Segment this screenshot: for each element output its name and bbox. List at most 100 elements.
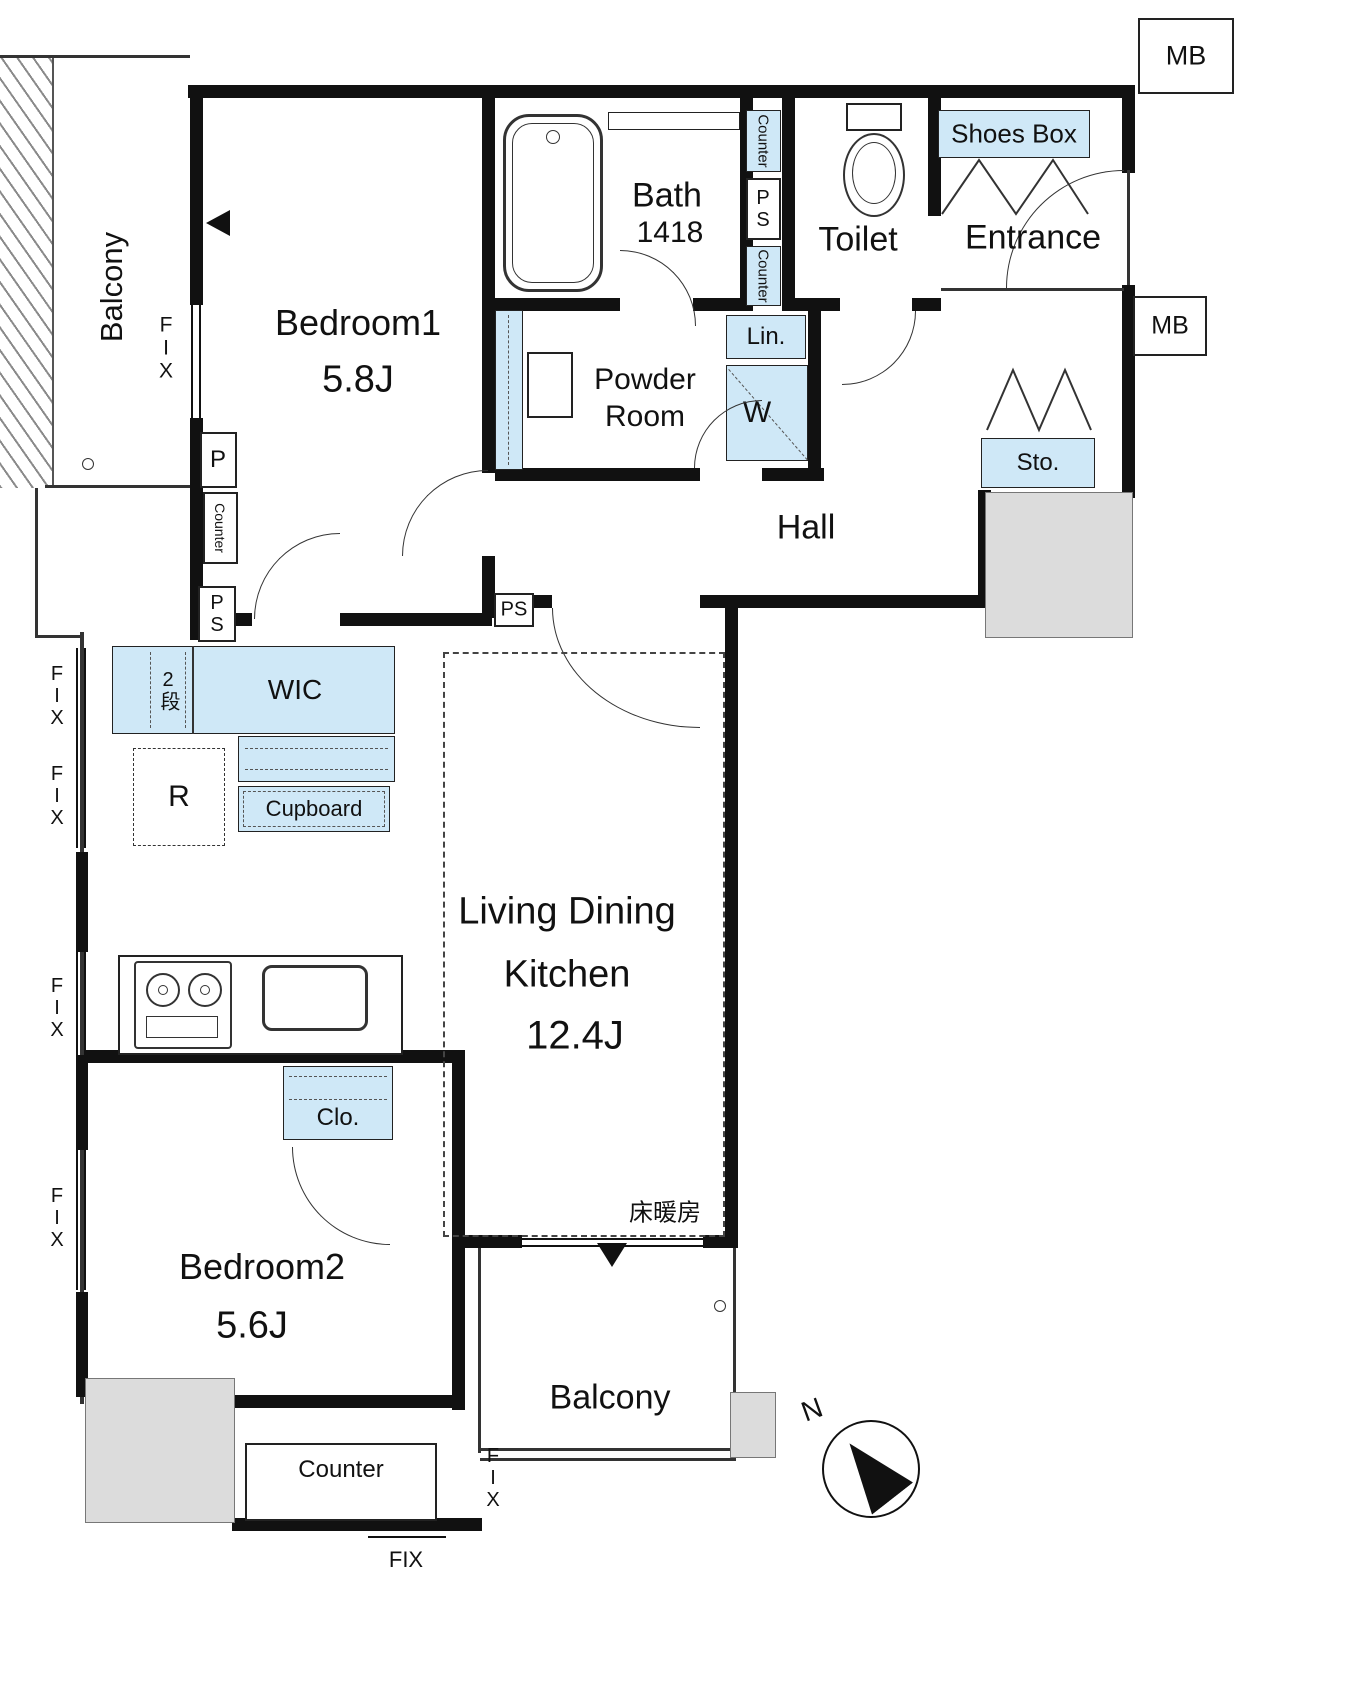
fix-label-balcony-bottom: FIX: [482, 1445, 504, 1511]
stove-burner-1-inner: [158, 985, 168, 995]
wall-right-2: [1122, 285, 1135, 373]
wall-left-exterior: [80, 632, 84, 1404]
bedroom2-label: Bedroom2: [178, 1246, 346, 1287]
floor-heating-label: 床暖房: [629, 1199, 701, 1227]
bathtub-outer: [503, 114, 603, 292]
bedroom1-label: Bedroom1: [274, 302, 442, 343]
balcony-drain-circle: [714, 1300, 726, 1312]
toilet-tank: [846, 103, 902, 131]
counter-2-label: Counter: [754, 249, 772, 303]
fridge-label: R: [168, 780, 190, 813]
bedroom2-door-arc: [292, 1147, 390, 1245]
ps-top-label: PS: [752, 187, 774, 231]
balcony-top-edge: [0, 55, 190, 58]
linen-label: Lin.: [746, 323, 786, 350]
counter-bottom-label: Counter: [298, 1456, 384, 1483]
counter-box-bottom: [245, 1443, 437, 1521]
mb-top-label: MB: [1165, 40, 1207, 71]
wall-powder-bottom-a: [495, 468, 700, 481]
wall-bed2-divider: [452, 1050, 465, 1248]
fix-label-bottom: FIX: [388, 1547, 424, 1572]
cupboard-label: Cupboard: [265, 796, 363, 821]
wall-wm-right: [808, 298, 821, 481]
left-lower-edge2: [35, 635, 83, 638]
wic-door-arc: [254, 533, 340, 619]
gray-block-bottom-left: [85, 1378, 235, 1523]
wall-toilet-left: [782, 98, 795, 311]
linen-box: [726, 315, 806, 359]
fix-label-left-2: FIX: [46, 763, 68, 829]
bedroom1-balcony-window: [191, 300, 201, 420]
bath-counter: [608, 112, 740, 130]
mb-box-top: [1138, 18, 1234, 94]
wic-divider: [192, 646, 194, 734]
counter-3-label: Counter: [212, 503, 228, 553]
toilet-bowl: [843, 133, 905, 217]
wall-bed1-bottom-b: [340, 613, 492, 626]
closet-inner-lines: [289, 1076, 387, 1100]
ps-left-label: PS: [206, 592, 228, 636]
storage-label: Sto.: [1016, 449, 1060, 476]
wall-hall-bottom-b: [700, 595, 990, 608]
wall-ldk-right: [725, 605, 738, 1248]
bath-label: Bath: [632, 176, 702, 215]
wall-toilet-bottom-b: [912, 298, 941, 311]
entrance-jamb: [1127, 170, 1130, 288]
left-pier-1: [76, 852, 88, 952]
wall-top: [188, 85, 1135, 98]
wall-ldk-bottom-b: [703, 1235, 738, 1248]
balcony-b-rail-2: [480, 1458, 736, 1461]
balcony-b-left-edge: [478, 1248, 481, 1453]
p-label: P: [209, 446, 227, 473]
wall-bed1-right-b: [482, 556, 495, 618]
entrance-step: [941, 288, 1124, 291]
wic-hanger-strip: [238, 736, 395, 782]
ps-mid-label: PS: [500, 598, 528, 621]
balcony-bottom-edge: [45, 485, 193, 488]
bed1-closet-strip: [495, 310, 523, 470]
fridge-box: [133, 748, 225, 846]
ps-box-mid: [494, 593, 534, 627]
ldk-size-label: 12.4J: [526, 1013, 624, 1058]
bath-door-arc: [620, 250, 696, 326]
counter-box-3: [203, 492, 238, 564]
bedroom1-size-label: 5.8J: [322, 358, 394, 401]
wall-bath-bottom-a: [495, 298, 620, 311]
fix-label-left-1: FIX: [46, 663, 68, 729]
bathtub-faucet: [546, 130, 560, 144]
ldk-label-1: Living Dining: [458, 890, 676, 933]
fix-window-left-1: [76, 648, 86, 848]
bath-size-label: 1418: [636, 216, 704, 249]
bedroom1-door-arc: [402, 470, 488, 556]
p-box: [200, 432, 237, 488]
fix-label-left-3: FIX: [46, 975, 68, 1041]
drain-circle: [82, 458, 94, 470]
closet-box: [283, 1066, 393, 1140]
left-lower-edge: [35, 488, 38, 638]
wall-bath-bottom-b: [693, 298, 743, 311]
powder-room-label-1: Powder: [594, 363, 696, 396]
toilet-label: Toilet: [818, 220, 898, 259]
gray-block-right: [985, 492, 1133, 638]
fix-window-bottom: [368, 1528, 446, 1538]
fix-window-left-2: [76, 950, 86, 1055]
hatch-area: [0, 58, 54, 488]
mb-right-label: MB: [1151, 311, 1189, 340]
balcony-bottom-label: Balcony: [549, 1378, 671, 1417]
counter-box-2: [746, 246, 781, 306]
powder-room-label-2: Room: [604, 400, 686, 433]
vanity-box: [527, 352, 573, 418]
wall-bed1-left-a: [190, 85, 203, 305]
ldk-dashed-zone: [443, 652, 725, 1237]
wall-bed2-balcony: [452, 1248, 465, 1410]
ps-box-left: [198, 586, 236, 642]
mb-box-right: [1133, 296, 1207, 356]
two-dan-label: 2段: [157, 669, 179, 711]
fix-label-left-4: FIX: [46, 1185, 68, 1251]
cupboard-inner: [243, 791, 385, 827]
left-pier-3: [76, 1292, 88, 1397]
wic-area: [112, 646, 395, 734]
wall-right-3: [1122, 368, 1135, 498]
kitchen-sink: [262, 965, 368, 1031]
balcony-b-right-edge: [733, 1248, 736, 1453]
